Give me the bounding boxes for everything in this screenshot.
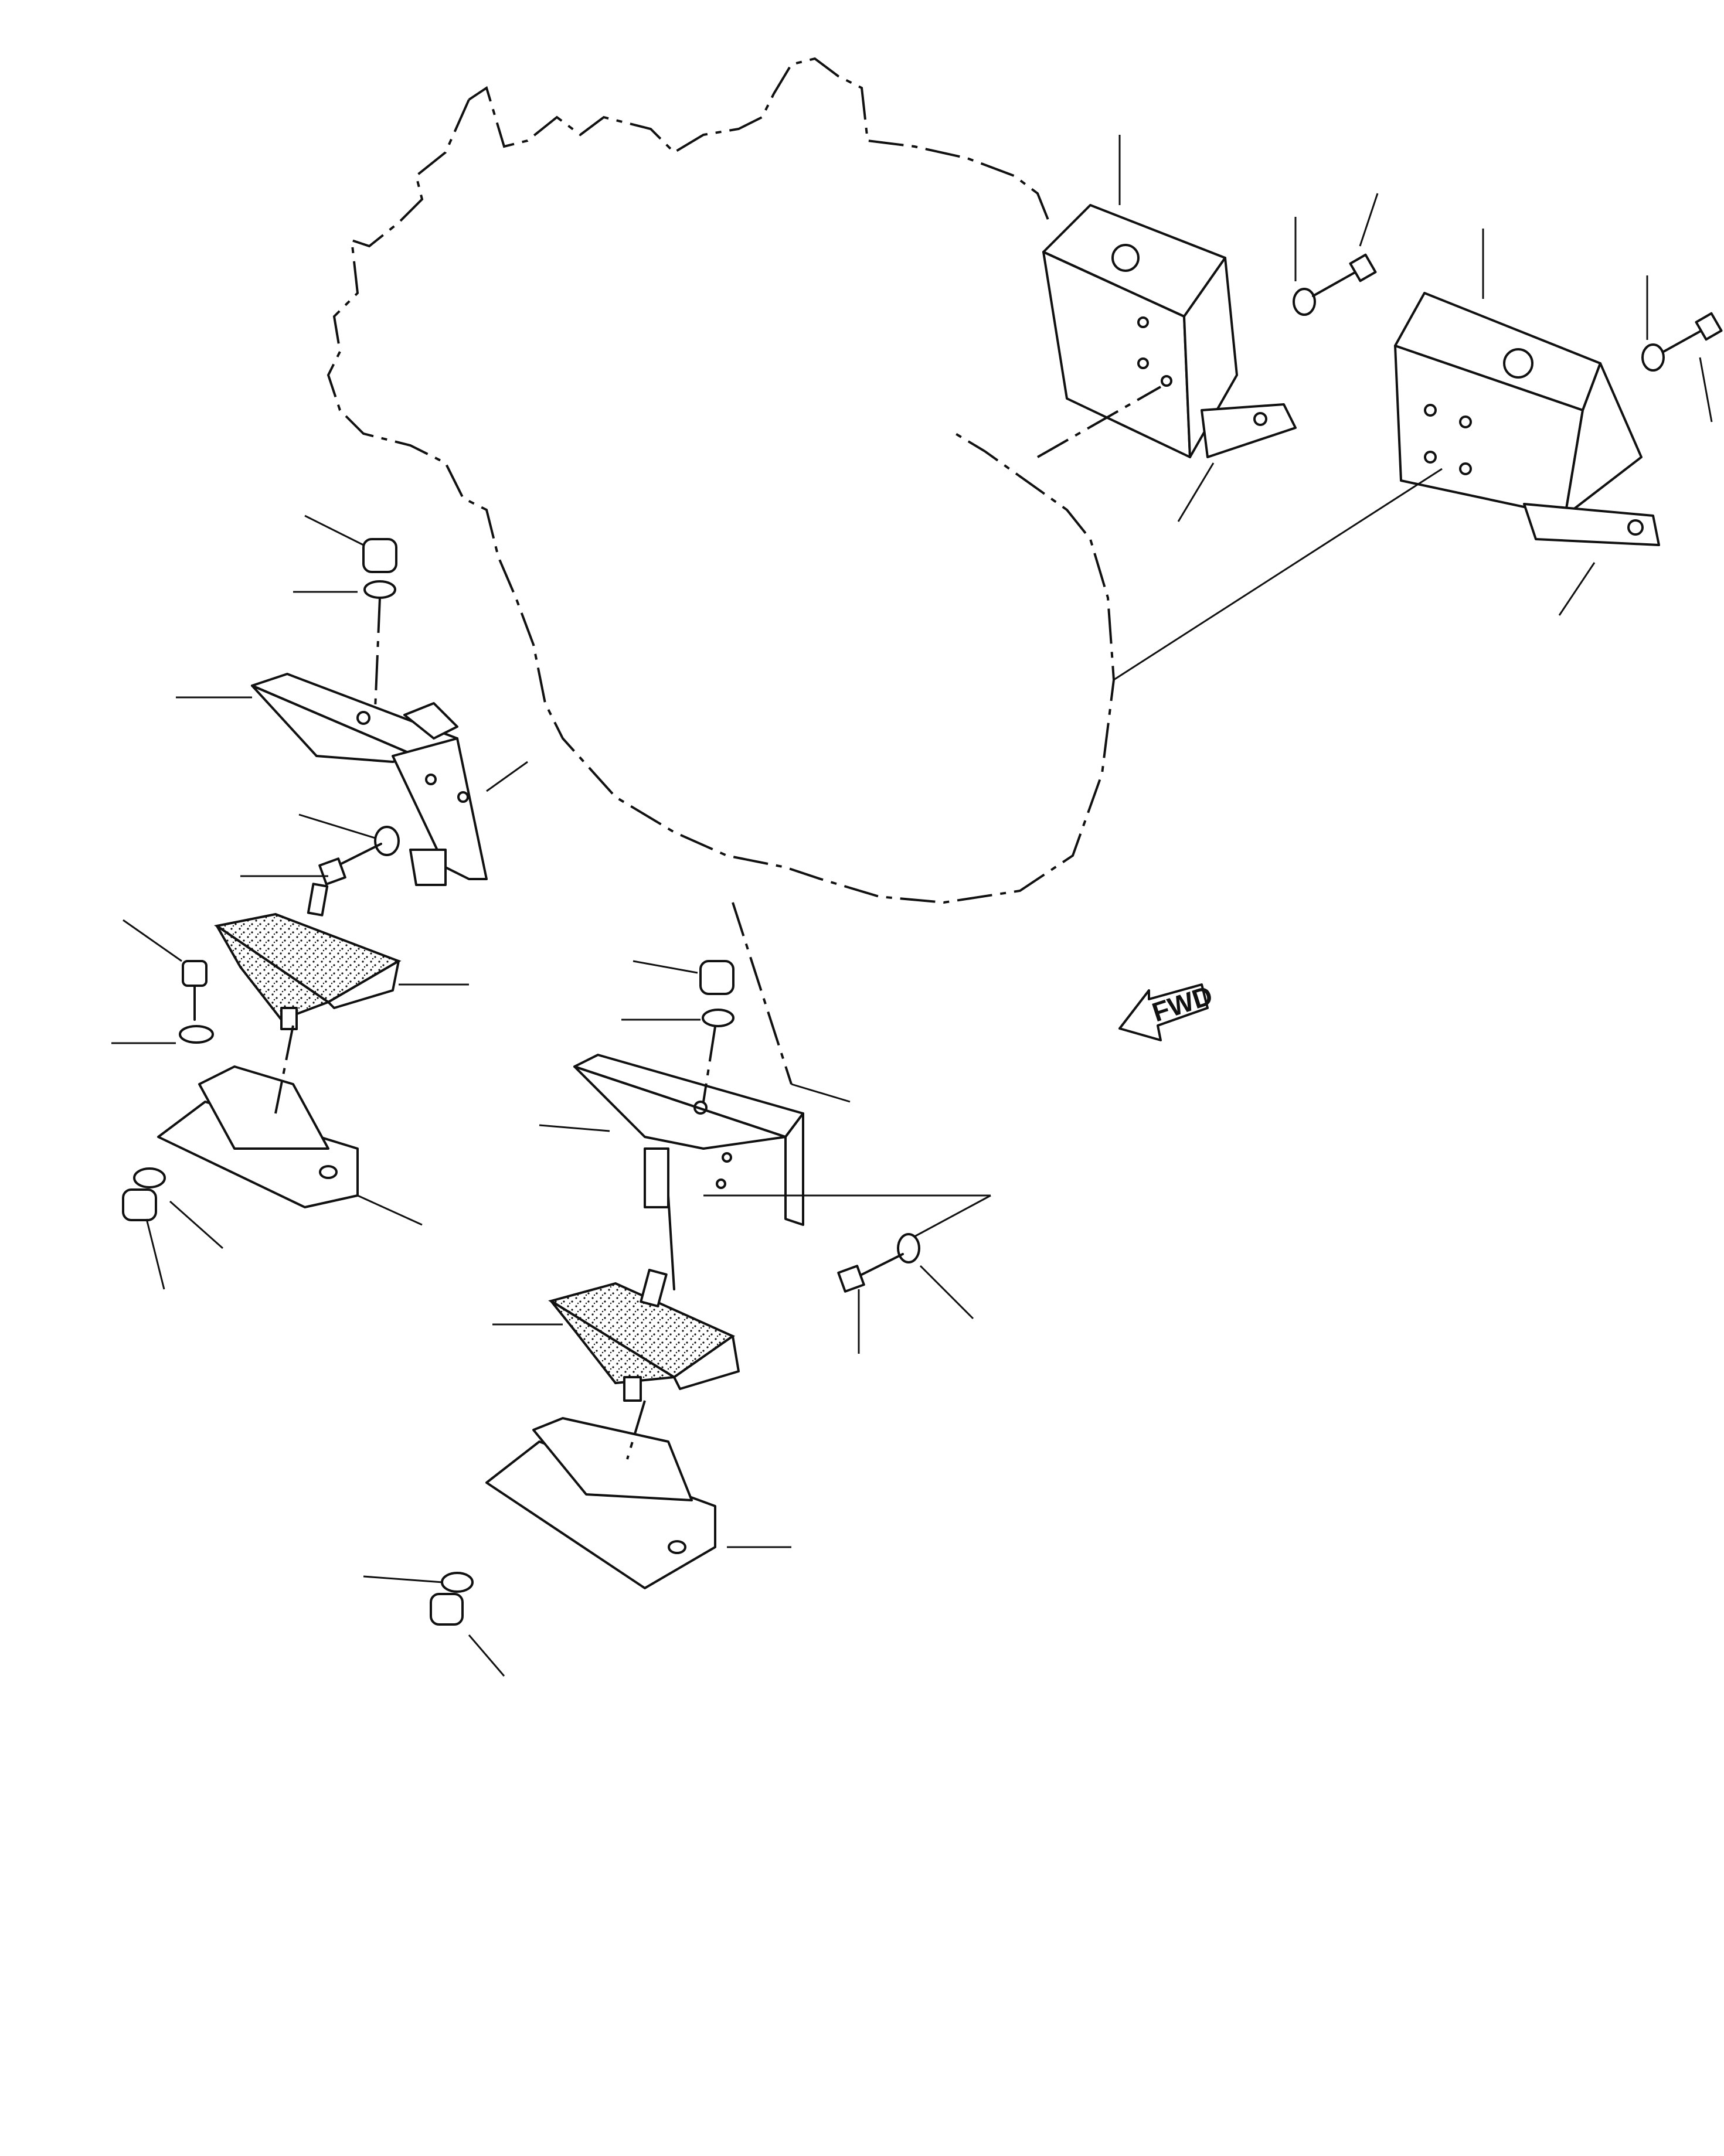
alignment-lines	[274, 386, 1443, 1460]
rear-right-rubber-pad	[548, 1269, 740, 1402]
rear-left-top-fasteners	[362, 538, 397, 710]
rear-right-mount-bracket	[573, 1054, 804, 1226]
bolt-icon-2	[1662, 327, 1707, 353]
washer-icon-6	[133, 1167, 166, 1188]
washer-icon-7	[702, 1009, 735, 1027]
engine-outline	[327, 57, 1116, 904]
rear-right-base-plate	[485, 1417, 716, 1589]
nut-icon-3	[699, 960, 735, 995]
washer-icon-8	[441, 1572, 474, 1593]
washer-icon-5	[179, 1025, 214, 1044]
bolt-icon-3	[333, 843, 382, 868]
rear-left-rubber-pad	[213, 883, 402, 1030]
washer-icon-4	[374, 826, 400, 856]
rear-right-side-fasteners	[837, 1233, 920, 1293]
rear-right-bottom-fasteners	[430, 1572, 474, 1626]
bolt-head-icon	[182, 960, 208, 987]
forward-direction-arrow: FWD	[1118, 980, 1216, 1041]
rear-left-side-fasteners	[318, 826, 400, 885]
callout-leaders	[111, 135, 1713, 1677]
fwd-label: FWD	[1148, 980, 1216, 1028]
bolt-icon	[1312, 268, 1361, 297]
top-nut-icon	[1111, 244, 1140, 272]
washer-icon	[1293, 288, 1316, 316]
front-left-mount-bracket	[1394, 292, 1660, 546]
nut-icon-2	[122, 1188, 157, 1221]
washer-icon-3	[363, 580, 396, 599]
front-mount-fasteners	[1293, 253, 1723, 372]
nut-icon-4	[430, 1593, 464, 1626]
nut-icon	[362, 538, 397, 573]
rear-right-top-fasteners	[699, 960, 735, 1102]
rear-left-mount-bracket	[251, 673, 488, 886]
front-right-mount-bracket	[1042, 204, 1297, 458]
top-nut-icon-2	[1503, 348, 1533, 379]
washer-icon-9	[897, 1233, 920, 1263]
washer-icon-2	[1641, 343, 1665, 372]
bolt-icon-4	[855, 1253, 904, 1279]
rear-left-base-plate	[157, 1065, 359, 1208]
rear-left-bottom-fasteners	[122, 960, 214, 1221]
